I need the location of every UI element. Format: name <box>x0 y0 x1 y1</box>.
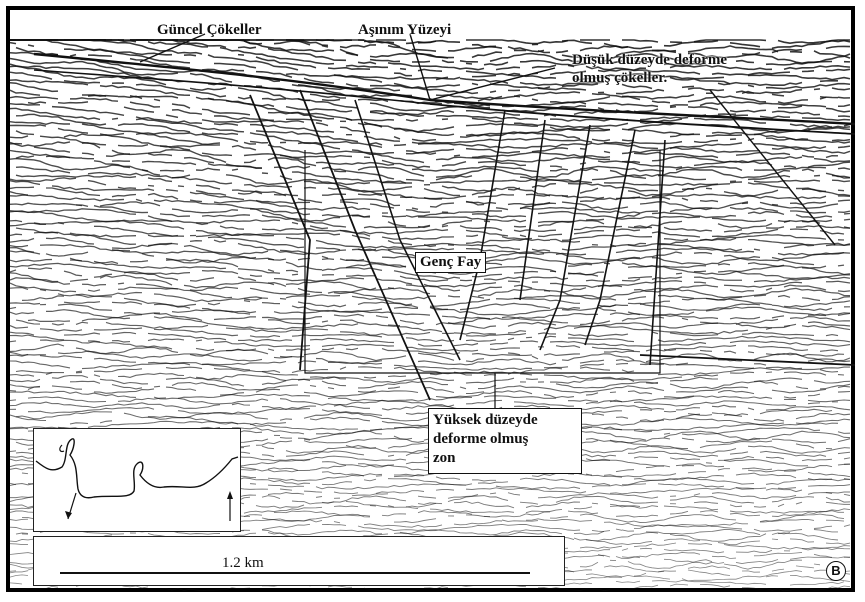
label-yuksek-line1: Yüksek düzeyde <box>433 412 538 429</box>
location-map-inset <box>33 428 241 532</box>
label-asinim-yuzeyi: Aşınım Yüzeyi <box>358 22 451 39</box>
coastline-path <box>36 439 238 498</box>
label-genc-fay: Genç Fay <box>415 252 486 273</box>
label-dusuk-deforme-line1: Düşük düzeyde deforme <box>572 52 727 69</box>
scale-box <box>33 536 565 586</box>
label-yuksek-line3: zon <box>433 450 456 467</box>
label-dusuk-deforme-line2: olmuş çökeller. <box>572 70 667 87</box>
scale-label: 1.2 km <box>222 555 264 572</box>
scale-bar <box>60 572 530 574</box>
label-yuksek-line2: deforme olmuş <box>433 431 528 448</box>
label-guncel-cokeller: Güncel Çökeller <box>157 22 262 39</box>
arrow-icon <box>65 511 72 519</box>
coastline-map <box>34 429 240 531</box>
panel-letter-badge: B <box>826 561 846 581</box>
yuksek-deforme-box: Yüksek düzeyde deforme olmuş zon <box>428 408 582 474</box>
